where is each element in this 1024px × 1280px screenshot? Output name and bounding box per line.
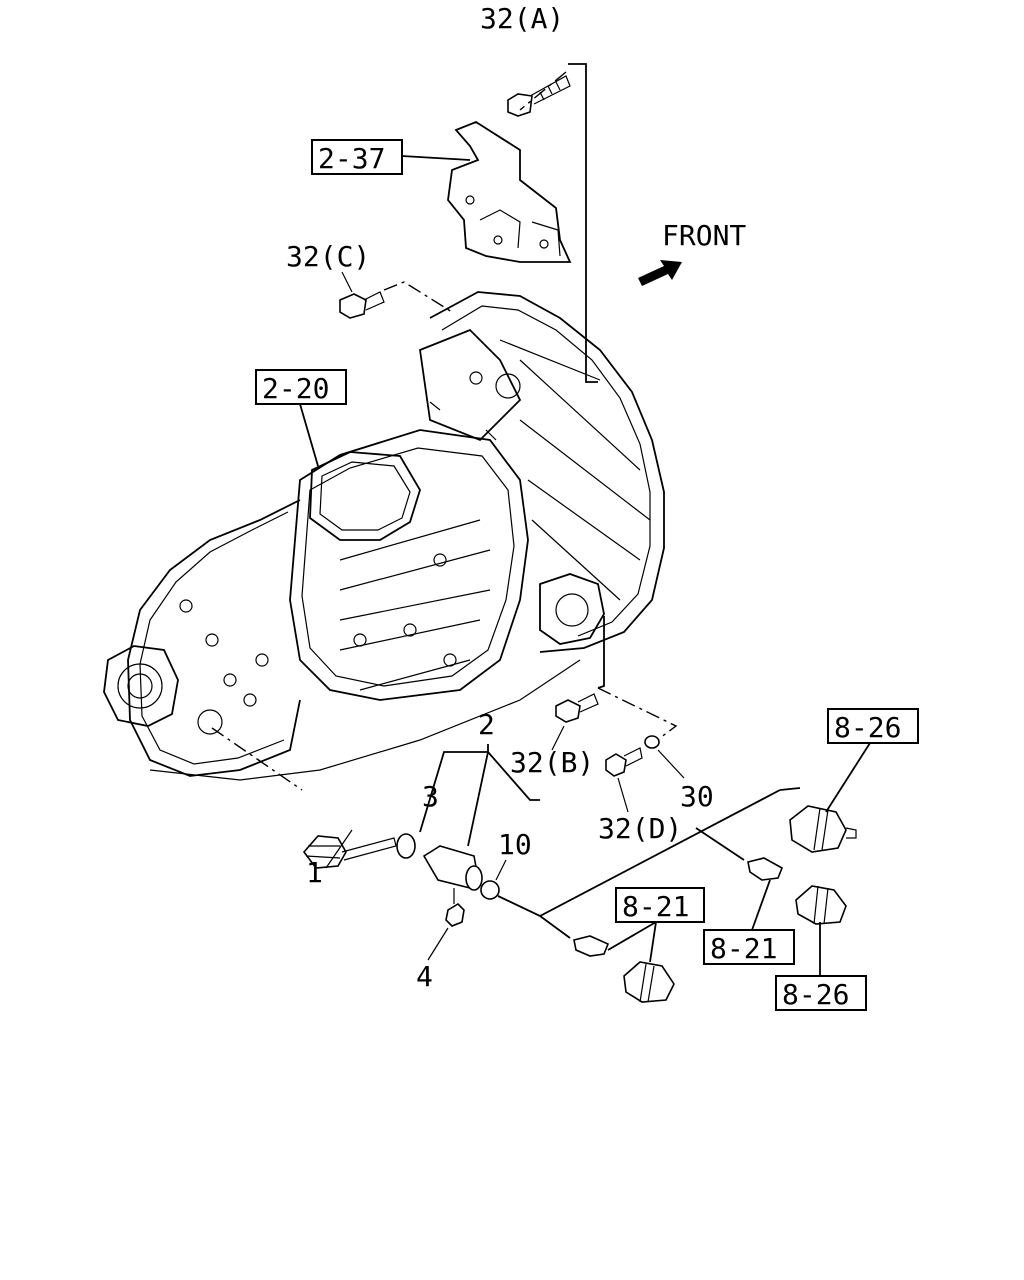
reference-box-2-20: 2-20 [255, 369, 347, 405]
switch-8-26-bottom [795, 885, 847, 925]
reference-box-2-37: 2-37 [311, 139, 403, 175]
callout-1: 1 [306, 856, 323, 889]
sleeve-2 [422, 845, 483, 891]
reference-box-8-21-right: 8-21 [703, 929, 795, 965]
reference-label-2-37: 2-37 [318, 142, 385, 175]
bolt-32d [605, 747, 643, 777]
reference-box-8-26-top: 8-26 [827, 708, 919, 744]
front-direction-arrow [638, 260, 682, 286]
callout-4: 4 [416, 960, 433, 993]
switch-8-26-top [789, 805, 857, 853]
connector-clip-left [573, 935, 610, 957]
bolt-32c [339, 291, 385, 319]
bracket-part [447, 120, 572, 263]
reference-label-8-21-right: 8-21 [710, 932, 777, 965]
reference-label-8-26-top: 8-26 [834, 711, 901, 744]
connector-clip-right [747, 857, 784, 881]
reference-box-8-26-bottom: 8-26 [775, 975, 867, 1011]
callout-32c: 32(C) [286, 240, 370, 273]
reference-box-8-21-left: 8-21 [615, 887, 705, 923]
reference-label-2-20: 2-20 [262, 372, 329, 405]
pinion-gear-1 [302, 835, 397, 869]
callout-32b: 32(B) [510, 746, 594, 779]
callout-30: 30 [680, 780, 714, 813]
o-ring-3 [396, 833, 416, 859]
washer-30 [644, 735, 660, 749]
transmission-assembly [103, 291, 665, 781]
bolt-32a [507, 75, 571, 117]
bolt-32b [555, 693, 599, 723]
callout-32a: 32(A) [480, 2, 564, 35]
callout-10: 10 [498, 828, 532, 861]
reference-label-8-21-left: 8-21 [622, 890, 689, 923]
bolt-4 [445, 888, 465, 927]
callout-2: 2 [478, 708, 495, 741]
callout-32d: 32(D) [598, 812, 682, 845]
switch-8-21 [623, 961, 675, 1003]
seal-10 [480, 880, 500, 900]
front-label: FRONT [662, 219, 746, 252]
reference-label-8-26-bottom: 8-26 [782, 978, 849, 1011]
